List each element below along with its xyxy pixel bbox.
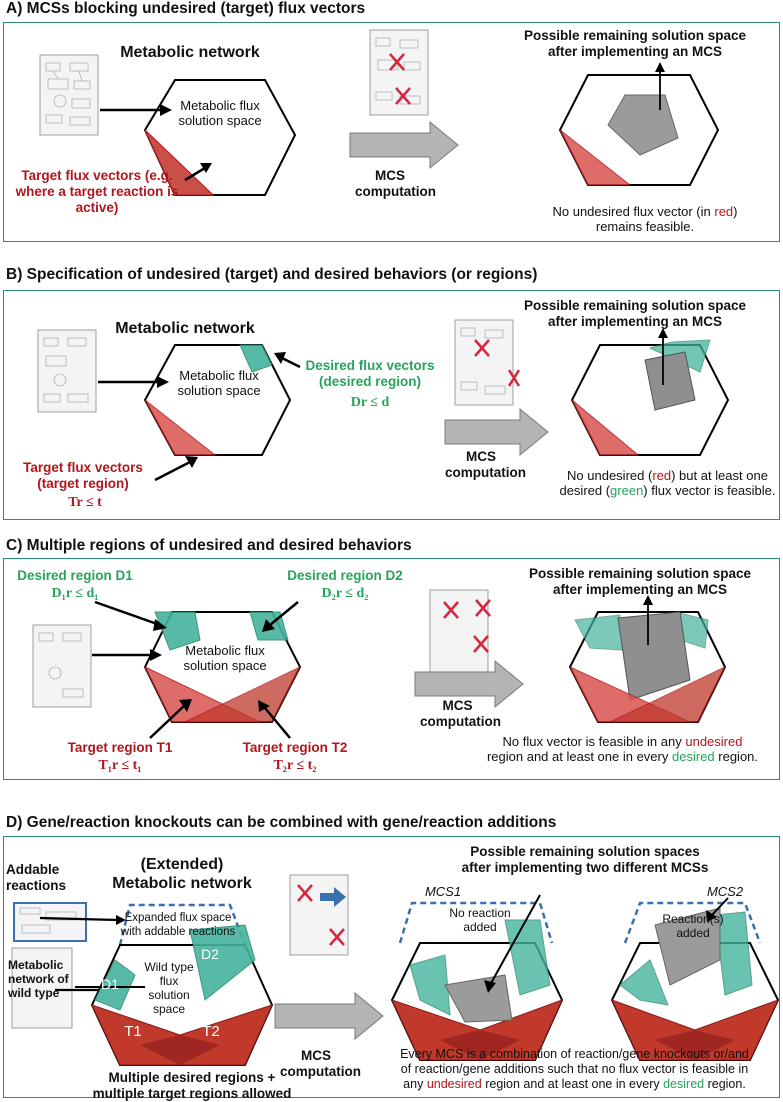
d-extended-label: (Extended) Metabolic network — [112, 856, 252, 892]
panel-b — [3, 290, 780, 520]
c-mcs-label: MCS computation — [420, 698, 501, 729]
panel-b-title: B) Specification of undesired (target) a… — [6, 266, 538, 283]
d-d2-label: D2 — [201, 946, 219, 962]
c-d1-eq: D₁r ≤ d₁ — [51, 586, 99, 601]
d-expanded-label: Expanded flux space with addable reactio… — [120, 912, 236, 938]
addable-box — [13, 902, 87, 942]
b-target-eq: Tr ≤ t — [68, 495, 102, 510]
a-caption: No undesired flux vector (in red) remain… — [552, 204, 738, 235]
c-d2-label: Desired region D2 — [287, 568, 403, 583]
c-t2-eq: T₂r ≤ t₂ — [273, 758, 317, 773]
d-remaining-label: Possible remaining solution spaces after… — [461, 844, 709, 875]
d-addable-label: Addable reactions — [6, 862, 67, 893]
panel-d-title: D) Gene/reaction knockouts can be combin… — [6, 814, 557, 831]
c-t2-label: Target region T2 — [242, 740, 348, 755]
a-mcs-label: MCS computation — [355, 168, 436, 199]
c-t1-label: Target region T1 — [67, 740, 173, 755]
b-remaining-label: Possible remaining solution space after … — [523, 298, 747, 329]
b-target-label: Target flux vectors (target region) — [23, 460, 143, 491]
c-d2-eq: D₂r ≤ d₂ — [321, 586, 369, 601]
d-caption: Every MCS is a combination of reaction/g… — [400, 1047, 749, 1091]
c-t1-eq: T₁r ≤ t₁ — [98, 758, 142, 773]
d-wildnet-label: Metabolic network of wild type — [8, 958, 69, 1001]
d-mcs2-label: MCS2 — [706, 884, 744, 899]
panel-a-title: A) MCSs blocking undesired (target) flux… — [6, 0, 366, 17]
d-multi-label: Multiple desired regions + multiple targ… — [92, 1070, 292, 1101]
c-space-label: Metabolic flux solution space — [183, 643, 267, 674]
a-target-label: Target flux vectors (e.g. where a target… — [15, 168, 179, 215]
d-t2-label: T2 — [202, 1023, 220, 1040]
knockout-cross — [389, 53, 411, 105]
b-network-label: Metabolic network — [115, 320, 255, 337]
b-space-label: Metabolic flux solution space — [177, 368, 261, 399]
b-desired-eq: Dr ≤ d — [350, 395, 390, 410]
d-reactions-label: Reaction(s) added — [662, 912, 724, 941]
d-d1-label: D1 — [101, 976, 119, 992]
mcs-arrow — [349, 120, 459, 170]
panel-c-title: C) Multiple regions of undesired and des… — [6, 537, 412, 554]
a-space-label: Metabolic flux solution space — [178, 98, 262, 129]
a-network-label: Metabolic network — [120, 44, 260, 61]
desired-region — [239, 344, 273, 373]
b-desired-label: Desired flux vectors (desired region) — [305, 358, 435, 389]
d-mcs1-label: MCS1 — [424, 884, 462, 899]
b-mcs-label: MCS computation — [445, 449, 526, 480]
d-wild-label: Wild type flux solution space — [144, 960, 194, 1017]
c-remaining-label: Possible remaining solution space after … — [528, 566, 752, 597]
c-d1-label: Desired region D1 — [17, 568, 133, 583]
d-noreaction-label: No reaction added — [449, 906, 511, 935]
panel-a — [3, 22, 780, 242]
b-caption: No undesired (red) but at least one desi… — [559, 468, 776, 499]
d-t1-label: T1 — [124, 1023, 142, 1040]
d-mcs-label: MCS computation — [280, 1048, 361, 1079]
c-caption: No flux vector is feasible in any undesi… — [486, 734, 759, 765]
panel-c — [3, 558, 780, 780]
a-remaining-label: Possible remaining solution space after … — [523, 28, 747, 59]
network-thumbnail — [39, 54, 99, 136]
panel-d — [3, 836, 780, 1098]
